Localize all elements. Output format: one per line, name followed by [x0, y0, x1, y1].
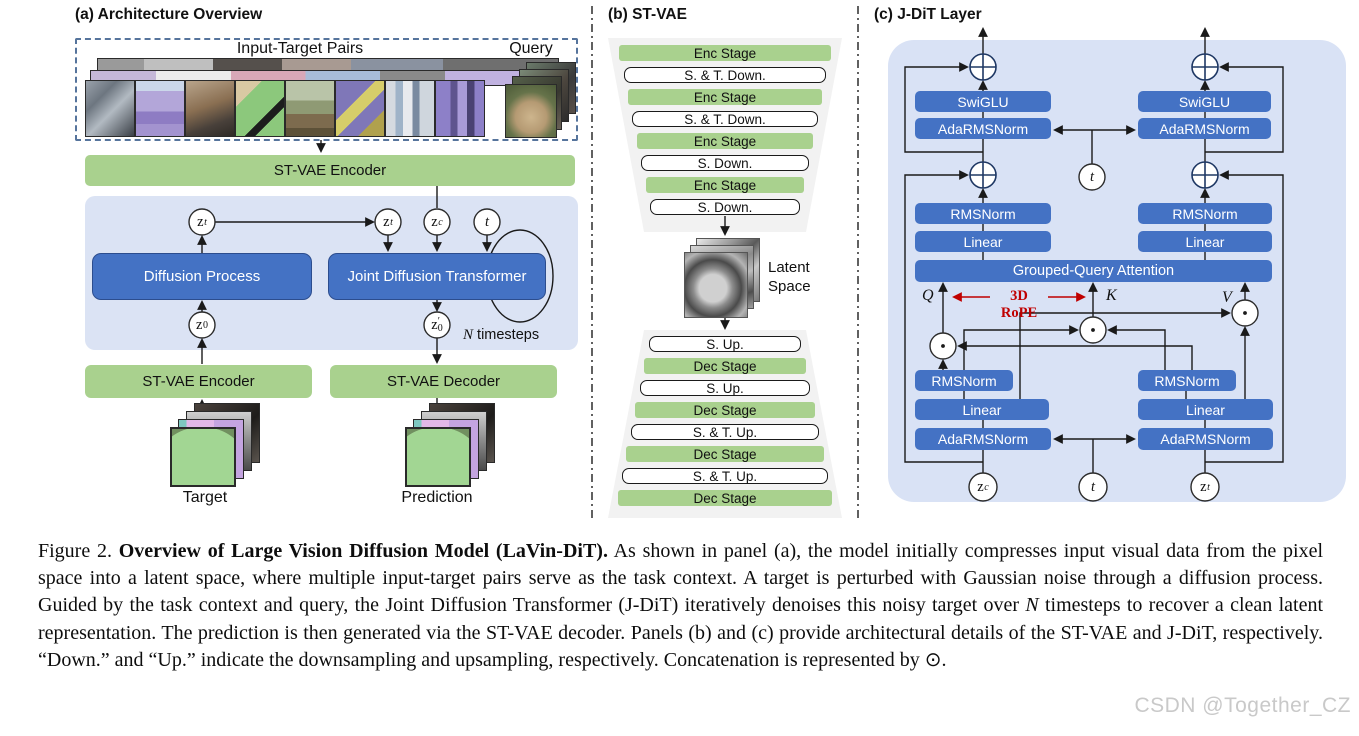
rmsnorm-box-right-lower: RMSNorm [1138, 370, 1236, 391]
s-up-bar: S. Up. [640, 380, 810, 396]
linear-box-right-lower: Linear [1138, 399, 1273, 420]
swiglu-box-left: SwiGLU [915, 91, 1051, 112]
input-pair-image-seg-desk [235, 80, 285, 137]
adarmsnorm-box-right-upper: AdaRMSNorm [1138, 118, 1271, 139]
joint-diffusion-transformer-box: Joint Diffusion Transformer [328, 253, 546, 300]
v-label: V [1222, 289, 1232, 306]
latent-space-label: Latent Space [768, 259, 811, 295]
csdn-watermark: CSDN @Together_CZ [1134, 694, 1351, 717]
panel-b-title: (b) ST-VAE [608, 6, 687, 23]
panel-c-title: (c) J-DiT Layer [874, 6, 982, 23]
diffusion-process-box: Diffusion Process [92, 253, 312, 300]
rmsnorm-box-left-lower: RMSNorm [915, 370, 1013, 391]
adarmsnorm-box-right-lower: AdaRMSNorm [1138, 428, 1273, 450]
diagram-wires [188, 6, 1284, 522]
dec-stage-bar: Dec Stage [626, 446, 824, 462]
dec-stage-bar: Dec Stage [644, 358, 806, 374]
rmsnorm-box-left-upper: RMSNorm [915, 203, 1051, 224]
st-down-bar: S. & T. Down. [632, 111, 818, 127]
joint-diffusion-transformer-label: Joint Diffusion Transformer [347, 268, 527, 285]
enc-stage-bar: Enc Stage [646, 177, 804, 193]
diffusion-process-label: Diffusion Process [143, 268, 261, 285]
node-z0-prime: z′0 [431, 315, 443, 334]
input-pair-image-photo-surfboards [385, 80, 435, 137]
input-target-pairs-label: Input-Target Pairs [236, 40, 364, 57]
swiglu-box-right: SwiGLU [1138, 91, 1271, 112]
node-t: t [484, 213, 490, 230]
s-down-bar: S. Down. [641, 155, 809, 171]
enc-stage-bar: Enc Stage [628, 89, 822, 105]
caption-bold-title: Overview of Large Vision Diffusion Model… [118, 540, 608, 562]
s-down-bar: S. Down. [650, 199, 800, 215]
rope-3d-label: 3D RoPE [1000, 288, 1038, 321]
input-pair-image-seg-office [135, 80, 185, 137]
dec-stage-bar: Dec Stage [635, 402, 815, 418]
panel-a-title: (a) Architecture Overview [75, 6, 263, 23]
input-pair-image-seg-horses [335, 80, 385, 137]
adarmsnorm-box-left-lower: AdaRMSNorm [915, 428, 1051, 450]
input-pair-image-photo-desk [185, 80, 235, 137]
prediction-image-front [405, 427, 471, 487]
caption-italic-n: N [1025, 594, 1039, 617]
target-label: Target [182, 489, 228, 506]
st-up-bar: S. & T. Up. [622, 468, 828, 484]
k-label: K [1106, 287, 1117, 304]
linear-box-left-lower: Linear [915, 399, 1049, 420]
st-down-bar: S. & T. Down. [624, 67, 826, 83]
node-t-upper: t [1089, 168, 1095, 185]
rmsnorm-box-right-upper: RMSNorm [1138, 203, 1272, 224]
input-pair-image-seg-surfboards [435, 80, 485, 137]
n-timesteps-label: N timesteps [463, 327, 540, 343]
st-up-bar: S. & T. Up. [631, 424, 819, 440]
st-vae-encoder-bottom-bar: ST-VAE Encoder [85, 365, 312, 398]
target-image-front [170, 427, 236, 487]
st-vae-encoder-bottom-label: ST-VAE Encoder [142, 373, 255, 390]
query-label: Query [509, 40, 553, 57]
st-vae-decoder-label: ST-VAE Decoder [386, 373, 501, 390]
latent-image-front [684, 252, 748, 318]
linear-box-left-upper: Linear [915, 231, 1051, 252]
q-label: Q [922, 287, 934, 304]
figure-number: Figure 2. [38, 540, 112, 562]
st-vae-decoder-bar: ST-VAE Decoder [330, 365, 557, 398]
st-vae-encoder-top-label: ST-VAE Encoder [273, 162, 387, 179]
grouped-query-attention-bar: Grouped-Query Attention [915, 260, 1272, 282]
figure-caption: Figure 2. Overview of Large Vision Diffu… [38, 538, 1323, 674]
input-pair-image-photo-office [85, 80, 135, 137]
adarmsnorm-box-left-upper: AdaRMSNorm [915, 118, 1051, 139]
enc-stage-bar: Enc Stage [637, 133, 813, 149]
caption-body-1: As shown in panel (a), the model initial… [38, 540, 1324, 617]
dec-stage-bar: Dec Stage [618, 490, 832, 506]
input-target-query-box [75, 38, 578, 141]
st-vae-encoder-top-bar: ST-VAE Encoder [85, 155, 575, 186]
node-t-lower: t [1090, 478, 1096, 495]
input-pair-image-photo-horses [285, 80, 335, 137]
enc-stage-bar: Enc Stage [619, 45, 831, 61]
caption-body-2: timesteps to recover a clean latent repr… [38, 594, 1324, 671]
prediction-label: Prediction [401, 489, 473, 506]
s-up-bar: S. Up. [649, 336, 801, 352]
query-image-bear [505, 84, 557, 138]
linear-box-right-upper: Linear [1138, 231, 1272, 252]
